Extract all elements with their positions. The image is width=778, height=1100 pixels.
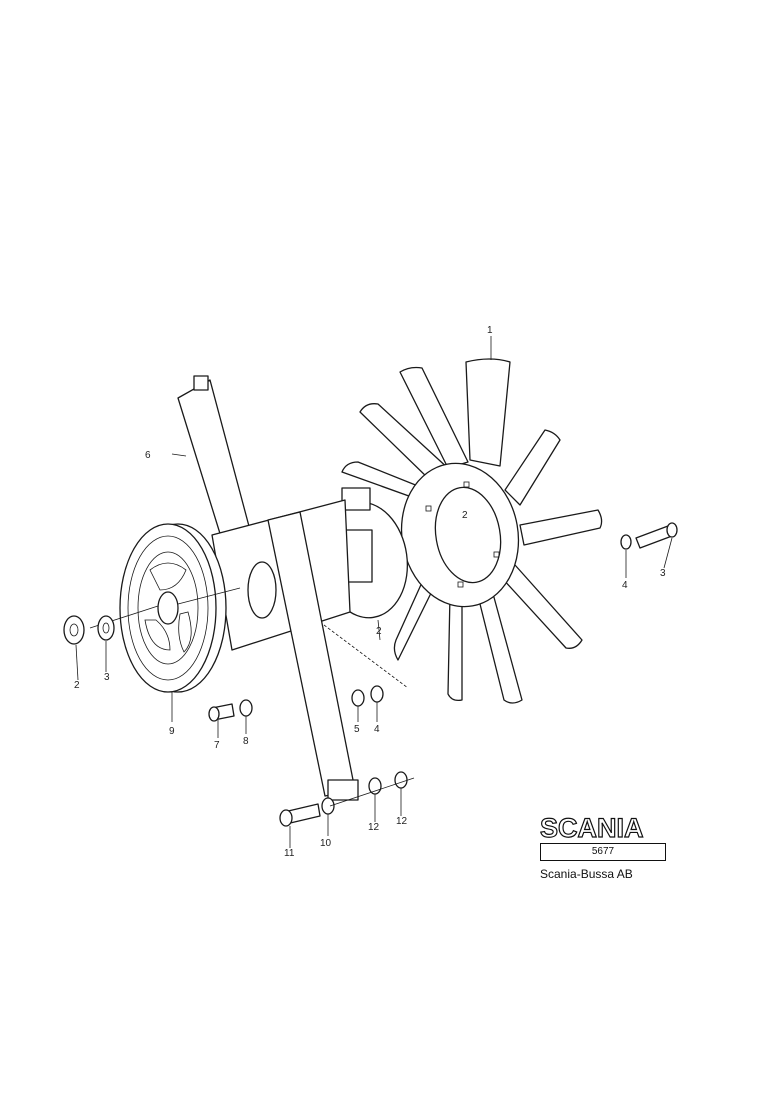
nut-left-bore bbox=[69, 623, 79, 637]
fan-blade bbox=[477, 589, 523, 704]
center-line bbox=[177, 587, 241, 605]
label-washer-bottom: 10 bbox=[320, 838, 332, 849]
label-fan: 1 bbox=[487, 325, 493, 336]
hardware bbox=[63, 522, 678, 827]
label-bracket: 6 bbox=[145, 450, 151, 461]
bracket-assembly bbox=[171, 375, 359, 801]
fan-assembly bbox=[341, 358, 603, 704]
nut-12b bbox=[394, 771, 408, 789]
pulley-spoke-opening bbox=[149, 562, 187, 591]
washer-right bbox=[620, 534, 632, 550]
fan-blade bbox=[393, 577, 436, 661]
pulley-spoke-opening bbox=[178, 611, 192, 653]
pulley-assembly bbox=[89, 523, 241, 693]
assembly-axis bbox=[329, 777, 415, 807]
fan-bolt-hole bbox=[425, 505, 432, 512]
washer-mid bbox=[351, 689, 365, 707]
pulley-hub bbox=[157, 591, 179, 625]
washer-small bbox=[239, 699, 253, 717]
fan-blade bbox=[447, 593, 463, 702]
label-nut-mid: 4 bbox=[374, 724, 380, 735]
bracket-boss bbox=[247, 561, 277, 619]
bolt-bottom-head bbox=[279, 809, 293, 827]
washer-left-bore bbox=[102, 622, 110, 634]
bolt-small-head bbox=[208, 706, 220, 722]
fan-bolt-hole bbox=[463, 481, 470, 488]
nut-left bbox=[63, 615, 85, 645]
washer-bottom bbox=[321, 797, 335, 815]
dash-leader bbox=[319, 621, 409, 689]
pulley-groove bbox=[127, 535, 209, 681]
fan-bolt-hole bbox=[493, 551, 500, 558]
part-labels: 1 2 2 2 3 3 4 4 5 6 7 8 9 10 11 12 12 bbox=[74, 325, 666, 859]
fan-blade bbox=[501, 564, 583, 649]
scania-logo: SCANIA bbox=[539, 813, 644, 843]
pulley-inner bbox=[137, 551, 199, 665]
washer-12a bbox=[368, 777, 382, 795]
fan-blade bbox=[519, 509, 603, 546]
bracket-top-tab bbox=[193, 375, 209, 391]
label-washer-left: 3 bbox=[104, 672, 110, 683]
label-washer-mid: 5 bbox=[354, 724, 360, 735]
company-name: Scania-Bussa AB bbox=[540, 867, 633, 881]
label-pulley: 9 bbox=[169, 726, 175, 737]
fan-blade bbox=[399, 366, 469, 469]
title-block: SCANIA 5677 Scania-Bussa AB bbox=[539, 813, 668, 881]
label-nut-left: 2 bbox=[74, 680, 80, 691]
bolt-right-head bbox=[666, 522, 678, 538]
fan-blade bbox=[341, 461, 429, 501]
nut-mid bbox=[370, 685, 384, 703]
label-hub-plate: 2 bbox=[376, 626, 382, 637]
fan-blade bbox=[504, 429, 561, 506]
fan-blade bbox=[359, 403, 451, 481]
fan-hub-bore bbox=[434, 486, 502, 584]
label-washer-small: 8 bbox=[243, 736, 249, 747]
leader-lines bbox=[75, 336, 673, 848]
fan-bolt-hole bbox=[457, 581, 464, 588]
mounting-lug bbox=[341, 487, 371, 511]
label-bolt-right: 3 bbox=[660, 568, 666, 579]
drawing-number: 5677 bbox=[540, 843, 666, 861]
label-fan-hub-bolt: 2 bbox=[462, 510, 468, 521]
washer-left bbox=[97, 615, 115, 641]
leader-line bbox=[171, 453, 187, 457]
label-bolt-bottom: 11 bbox=[284, 848, 295, 859]
pulley-spoke-opening bbox=[144, 619, 171, 651]
bracket-upper-arm bbox=[177, 379, 251, 541]
label-washer-12a: 12 bbox=[368, 822, 380, 833]
bracket-foot bbox=[327, 779, 359, 801]
label-bolt-small: 7 bbox=[214, 740, 220, 751]
label-nut-12b: 12 bbox=[396, 816, 408, 827]
label-washer-right: 4 bbox=[622, 580, 628, 591]
fan-blade bbox=[465, 358, 511, 467]
